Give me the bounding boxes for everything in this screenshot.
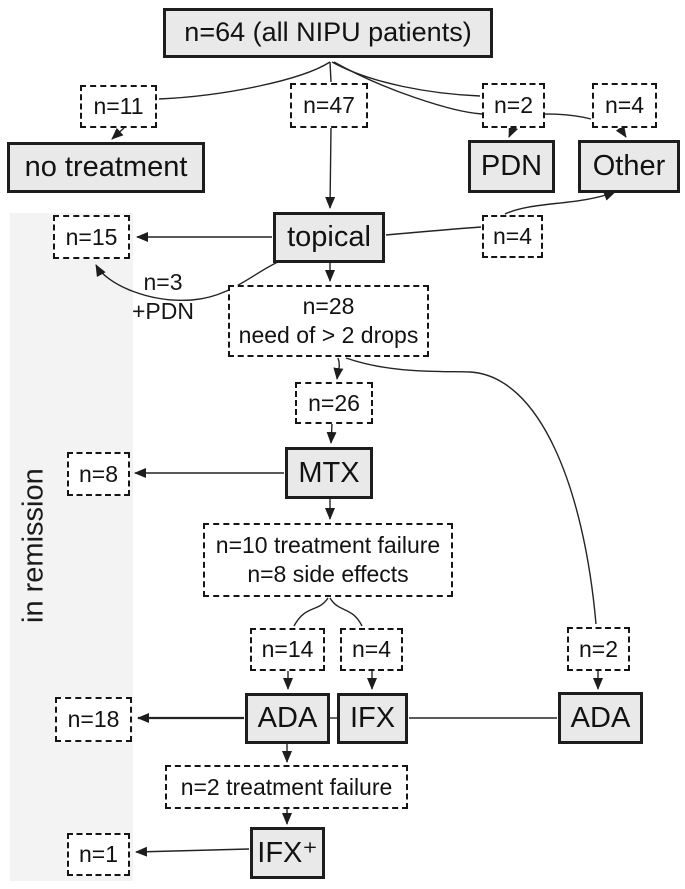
arrow-topical-pdn-n15 <box>95 260 281 302</box>
node-mtx: MTX <box>285 447 373 499</box>
arrow-ifxplus-n1 <box>135 846 250 857</box>
node-root: n=64 (all NIPU patients) <box>163 8 493 58</box>
node-n11: n=11 <box>80 85 157 128</box>
arrow-n4-other-return <box>504 191 616 215</box>
edge-root-n47 <box>329 61 332 83</box>
edge-root-n11 <box>158 61 331 100</box>
node-n2-top: n=2 <box>482 83 545 128</box>
node-n28: n=28 need of > 2 drops <box>228 285 429 357</box>
node-mtx-fail-line1: n=10 treatment failure <box>215 532 441 559</box>
arrow-n26-mtx <box>326 423 337 444</box>
node-n47: n=47 <box>290 83 368 128</box>
node-topical: topical <box>273 212 385 263</box>
arrow-n28-n26 <box>333 357 344 380</box>
brace-fail-left <box>293 597 329 627</box>
arrow-n2-pdn <box>508 124 519 138</box>
arrow-n4-other <box>615 125 627 138</box>
node-n15: n=15 <box>53 215 130 259</box>
node-ifx: IFX <box>337 693 408 744</box>
remission-band-label: in remission <box>17 468 50 624</box>
edge-label-n3-pdn: n=3 +PDN <box>130 268 196 326</box>
node-n28-detail: need of > 2 drops <box>238 322 419 348</box>
remission-band <box>10 213 133 881</box>
node-n28-count: n=28 <box>302 293 355 320</box>
brace-fail-right <box>329 597 363 627</box>
node-n26: n=26 <box>295 382 373 424</box>
node-n8: n=8 <box>67 452 130 496</box>
node-mtx-fail: n=10 treatment failure n=8 side effects <box>203 523 453 597</box>
edge-topical-n4 <box>385 226 482 236</box>
node-ifx-plus: IFX⁺ <box>250 827 325 879</box>
node-n4-bot: n=4 <box>340 628 403 671</box>
node-n1: n=1 <box>67 833 130 876</box>
node-n18: n=18 <box>55 697 132 742</box>
arrow-n11-no-treatment <box>111 127 125 140</box>
node-n14: n=14 <box>250 628 325 671</box>
node-ada-right: ADA <box>558 692 643 744</box>
node-ada-left: ADA <box>245 693 330 744</box>
edge-label-n3: n=3 <box>143 269 183 295</box>
edge-n28-n2-bot <box>345 357 597 625</box>
node-n2-bot: n=2 <box>567 627 630 671</box>
node-other: Other <box>578 140 680 193</box>
node-mtx-fail-line2: n=8 side effects <box>247 561 409 587</box>
node-pdn: PDN <box>468 140 555 193</box>
node-no-treatment: no treatment <box>7 142 205 193</box>
node-ada-fail: n=2 treatment failure <box>165 765 408 809</box>
node-n4-mid: n=4 <box>482 215 543 258</box>
edge-root-n4 <box>333 61 592 120</box>
node-n4-top: n=4 <box>592 83 657 128</box>
edge-label-plus-pdn: +PDN <box>132 297 194 324</box>
arrow-n47-topical <box>325 127 336 209</box>
